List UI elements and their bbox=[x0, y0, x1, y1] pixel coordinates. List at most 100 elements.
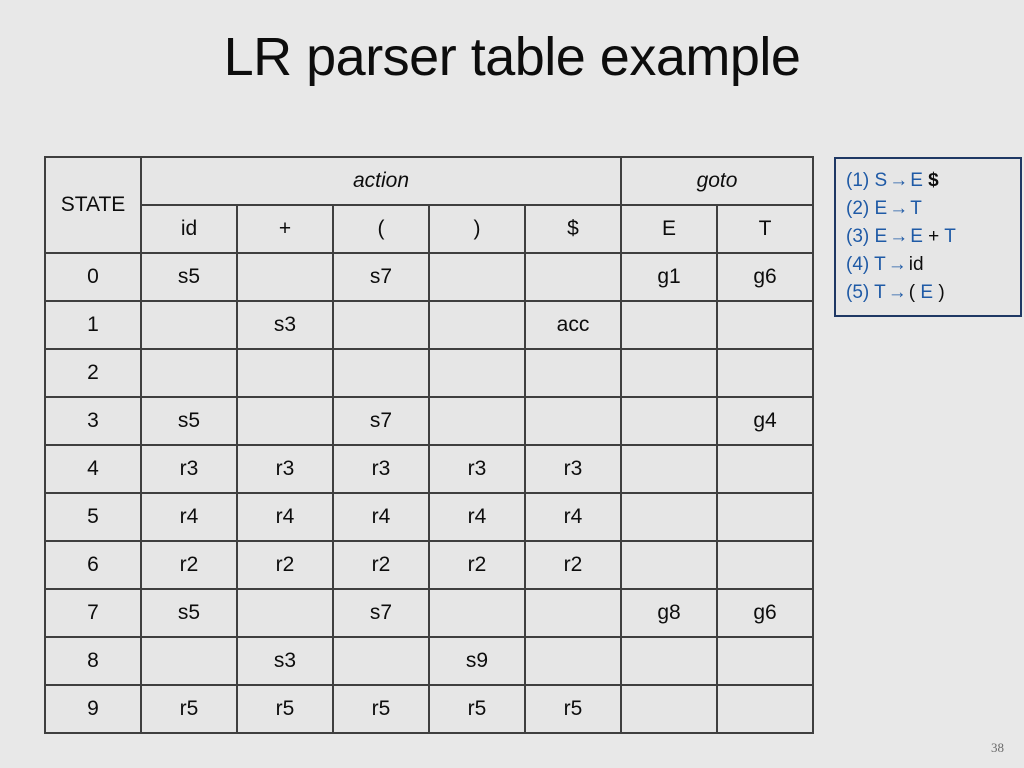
table-cell-reduce: r2 bbox=[524, 540, 622, 590]
grammar-rule: (1) S→E $ bbox=[846, 167, 1014, 195]
grammar-rule-lhs: S bbox=[874, 170, 888, 191]
table-cell-empty bbox=[716, 684, 814, 734]
grammar-rule-number: (4) bbox=[846, 253, 870, 275]
state-number-cell: 2 bbox=[44, 348, 142, 398]
table-cell-goto: g6 bbox=[716, 588, 814, 638]
state-number-cell: 6 bbox=[44, 540, 142, 590]
table-header-state: STATE bbox=[44, 156, 142, 254]
table-cell-empty bbox=[620, 540, 718, 590]
grammar-rule: (5) T→( E ) bbox=[846, 279, 1014, 307]
state-number-cell: 0 bbox=[44, 252, 142, 302]
table-cell-shift: s5 bbox=[140, 588, 238, 638]
table-cell-reduce: r5 bbox=[428, 684, 526, 734]
table-cell-reduce: r3 bbox=[332, 444, 430, 494]
state-number-cell: 3 bbox=[44, 396, 142, 446]
table-cell-reduce: r5 bbox=[524, 684, 622, 734]
table-cell-goto: g4 bbox=[716, 396, 814, 446]
table-cell-empty bbox=[428, 348, 526, 398]
grammar-rule-symbol: + bbox=[928, 225, 940, 247]
grammar-rule-symbol: E bbox=[920, 281, 934, 303]
grammar-rule-lhs: T bbox=[874, 281, 886, 303]
table-cell-shift: s5 bbox=[140, 396, 238, 446]
table-cell-empty bbox=[236, 396, 334, 446]
table-column-header: ( bbox=[332, 204, 430, 254]
table-cell-empty bbox=[524, 396, 622, 446]
grammar-rule-symbol: E bbox=[910, 170, 923, 191]
table-cell-empty bbox=[428, 300, 526, 350]
state-number-cell: 9 bbox=[44, 684, 142, 734]
table-cell-reduce: r4 bbox=[236, 492, 334, 542]
grammar-rule: (3) E→E + T bbox=[846, 223, 1014, 251]
table-column-header: ) bbox=[428, 204, 526, 254]
table-cell-reduce: r2 bbox=[332, 540, 430, 590]
page-title: LR parser table example bbox=[223, 27, 801, 87]
table-cell-empty bbox=[332, 636, 430, 686]
grammar-rule-number: (3) bbox=[846, 225, 870, 247]
grammar-rule-symbol: id bbox=[908, 253, 924, 275]
table-cell-reduce: r4 bbox=[332, 492, 430, 542]
grammar-rule-symbol: ( bbox=[908, 281, 916, 303]
table-cell-reduce: r5 bbox=[236, 684, 334, 734]
table-cell-empty bbox=[236, 348, 334, 398]
grammar-rule-number: (1) bbox=[846, 170, 870, 191]
grammar-rule-symbol: $ bbox=[928, 170, 939, 191]
table-cell-empty bbox=[620, 396, 718, 446]
table-cell-shift: s7 bbox=[332, 252, 430, 302]
page-number: 38 bbox=[991, 740, 1004, 755]
table-cell-goto: g1 bbox=[620, 252, 718, 302]
table-row: 1 s3 acc bbox=[44, 300, 814, 350]
table-cell-goto: g8 bbox=[620, 588, 718, 638]
table-cell-empty bbox=[716, 348, 814, 398]
table-cell-reduce: r4 bbox=[140, 492, 238, 542]
grammar-rule-lhs: E bbox=[874, 197, 888, 219]
table-row: 2 bbox=[44, 348, 814, 398]
table-cell-reduce: r3 bbox=[140, 444, 238, 494]
grammar-rule-symbol: T bbox=[910, 197, 922, 219]
table-cell-empty bbox=[716, 300, 814, 350]
table-cell-accept: acc bbox=[524, 300, 622, 350]
table-cell-empty bbox=[620, 492, 718, 542]
table-cell-empty bbox=[716, 636, 814, 686]
table-group-header-goto: goto bbox=[620, 156, 814, 206]
table-column-header: id bbox=[140, 204, 238, 254]
table-cell-empty bbox=[716, 540, 814, 590]
arrow-icon: → bbox=[887, 253, 907, 275]
table-cell-empty bbox=[620, 636, 718, 686]
table-column-header: E bbox=[620, 204, 718, 254]
grammar-rule: (2) E→T bbox=[846, 195, 1014, 223]
arrow-icon: → bbox=[887, 281, 907, 303]
grammar-rule-number: (5) bbox=[846, 281, 870, 303]
grammar-rules-box: (1) S→E $(2) E→T(3) E→E + T(4) T→id(5) T… bbox=[834, 157, 1022, 317]
state-number-cell: 4 bbox=[44, 444, 142, 494]
table-cell-shift: s9 bbox=[428, 636, 526, 686]
state-number-cell: 1 bbox=[44, 300, 142, 350]
arrow-icon: → bbox=[889, 197, 909, 219]
state-number-cell: 8 bbox=[44, 636, 142, 686]
table-cell-reduce: r5 bbox=[332, 684, 430, 734]
table-cell-reduce: r4 bbox=[524, 492, 622, 542]
table-cell-empty bbox=[236, 588, 334, 638]
table-cell-empty bbox=[524, 636, 622, 686]
state-number-cell: 5 bbox=[44, 492, 142, 542]
table-cell-reduce: r3 bbox=[428, 444, 526, 494]
table-cell-shift: s5 bbox=[140, 252, 238, 302]
table-cell-empty bbox=[620, 684, 718, 734]
table-cell-shift: s7 bbox=[332, 588, 430, 638]
table-cell-empty bbox=[524, 348, 622, 398]
state-number-cell: 7 bbox=[44, 588, 142, 638]
table-cell-shift: s7 bbox=[332, 396, 430, 446]
table-cell-shift: s3 bbox=[236, 300, 334, 350]
